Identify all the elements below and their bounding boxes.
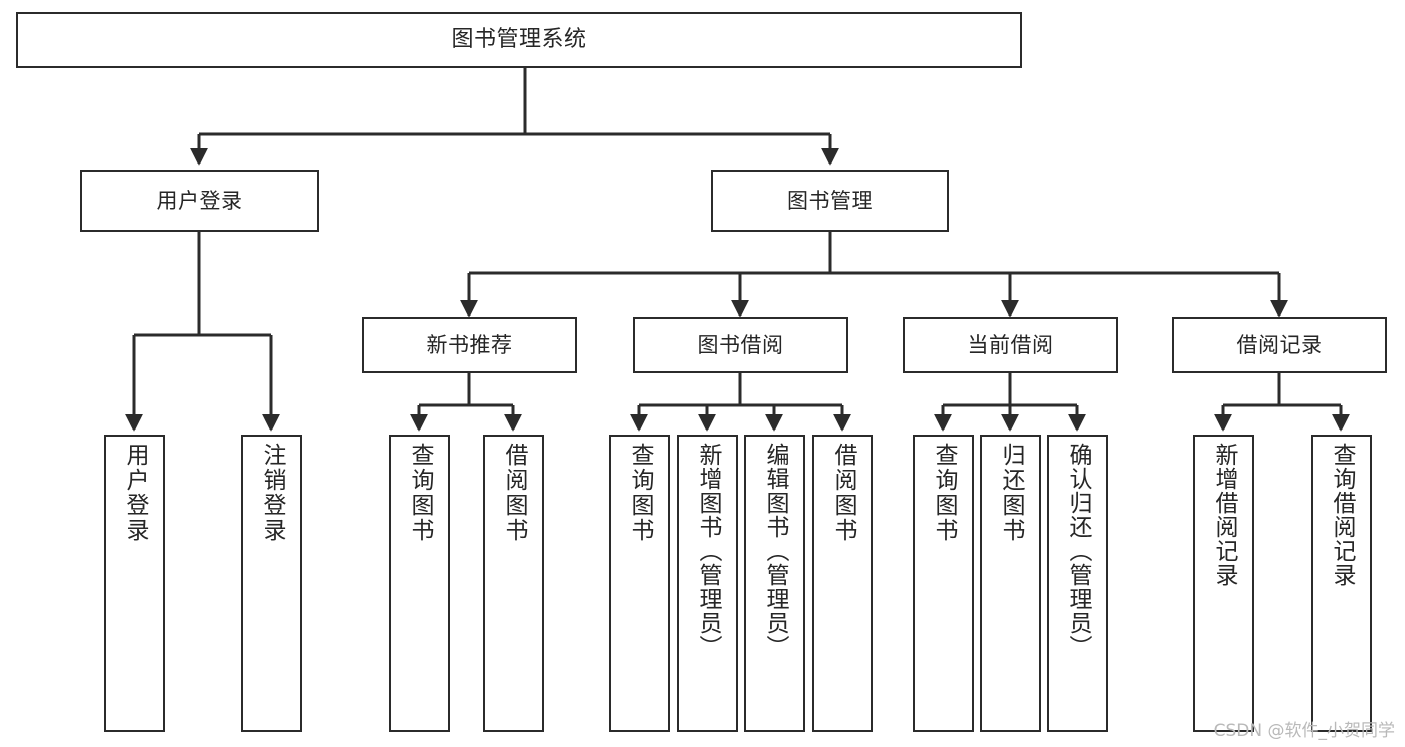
node-label: 借阅记录: [1236, 332, 1323, 357]
leaf-current-query-book[interactable]: 查询图书: [913, 435, 974, 732]
leaf-newbook-query-book[interactable]: 查询图书: [389, 435, 450, 732]
leaf-current-confirm-return-admin[interactable]: 确认归还（管理员）: [1047, 435, 1108, 732]
leaf-borrow-query-book[interactable]: 查询图书: [609, 435, 670, 732]
node-new-book-recommend[interactable]: 新书推荐: [362, 317, 577, 373]
node-label: 查询图书: [407, 443, 433, 543]
node-label: 图书借阅: [697, 332, 784, 357]
csdn-watermark: CSDN @软件_小贺同学: [1213, 721, 1395, 741]
node-user-login[interactable]: 用户登录: [80, 170, 319, 232]
node-label: 图书管理: [787, 188, 873, 213]
node-label: 注销登录: [259, 443, 285, 543]
node-current-borrow[interactable]: 当前借阅: [903, 317, 1118, 373]
leaf-borrow-edit-book-admin[interactable]: 编辑图书（管理员）: [744, 435, 805, 732]
leaf-user-login-logout[interactable]: 注销登录: [241, 435, 302, 732]
node-label: 归还图书: [998, 443, 1024, 543]
node-label: 编辑图书（管理员）: [762, 443, 788, 659]
leaf-record-add-record[interactable]: 新增借阅记录: [1193, 435, 1254, 732]
leaf-user-login-login[interactable]: 用户登录: [104, 435, 165, 732]
node-label: 新增图书（管理员）: [695, 443, 721, 659]
node-label: 用户登录: [122, 443, 148, 543]
node-label: 查询借阅记录: [1329, 443, 1355, 587]
node-label: 当前借阅: [967, 332, 1054, 357]
leaf-record-query-record[interactable]: 查询借阅记录: [1311, 435, 1372, 732]
node-label: 新增借阅记录: [1211, 443, 1237, 587]
leaf-current-return-book[interactable]: 归还图书: [980, 435, 1041, 732]
leaf-borrow-borrow-book[interactable]: 借阅图书: [812, 435, 873, 732]
node-label: 新书推荐: [426, 332, 513, 357]
node-label: 图书管理系统: [451, 27, 587, 53]
node-borrow-record[interactable]: 借阅记录: [1172, 317, 1387, 373]
node-book-borrow[interactable]: 图书借阅: [633, 317, 848, 373]
node-label: 用户登录: [156, 188, 243, 213]
node-book-management[interactable]: 图书管理: [711, 170, 949, 232]
node-label: 确认归还（管理员）: [1065, 443, 1091, 659]
node-label: 借阅图书: [830, 443, 856, 543]
node-label: 查询图书: [931, 443, 957, 543]
leaf-newbook-borrow-book[interactable]: 借阅图书: [483, 435, 544, 732]
node-book-management-system[interactable]: 图书管理系统: [16, 12, 1022, 68]
node-label: 借阅图书: [501, 443, 527, 543]
node-label: 查询图书: [627, 443, 653, 543]
leaf-borrow-add-book-admin[interactable]: 新增图书（管理员）: [677, 435, 738, 732]
